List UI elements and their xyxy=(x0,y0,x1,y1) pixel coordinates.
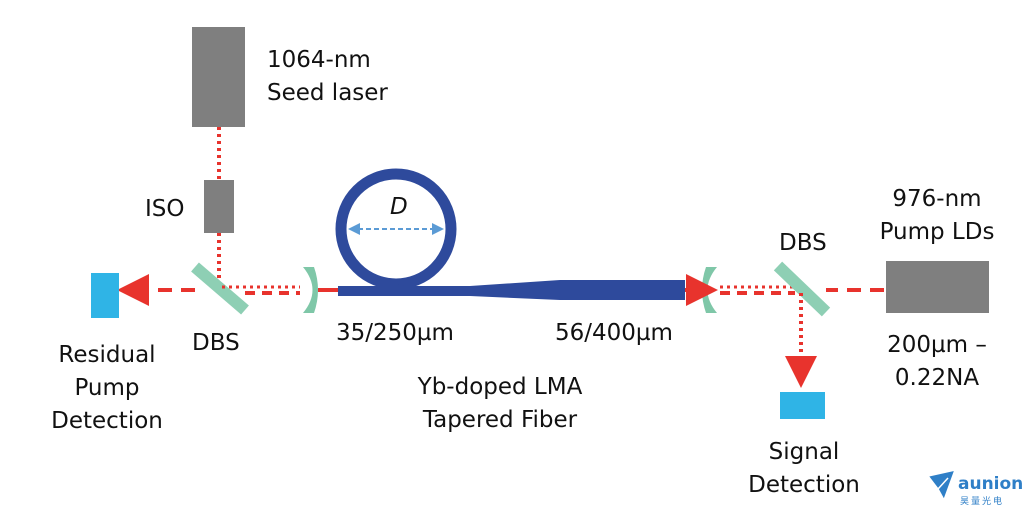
isolator xyxy=(204,180,234,233)
pump-label-line1: 976-nm xyxy=(892,186,982,212)
fiber-name-line2: Tapered Fiber xyxy=(422,407,578,433)
fiber-right-label: 56/400µm xyxy=(555,320,673,346)
dbs-left xyxy=(191,262,249,315)
iso-label: ISO xyxy=(145,196,185,222)
lens-right xyxy=(702,267,717,313)
seed-laser-label-line2: Seed laser xyxy=(267,80,388,106)
seed-laser-label-line1: 1064-nm xyxy=(267,47,371,73)
lens-left xyxy=(303,267,318,313)
fiber-left-label: 35/250µm xyxy=(336,320,454,346)
signal-label-line2: Detection xyxy=(748,472,860,498)
aunion-logo-icon xyxy=(926,468,957,502)
seed-laser xyxy=(192,27,245,127)
logo-name: aunion xyxy=(958,474,1024,494)
dbs-left-label: DBS xyxy=(192,330,240,356)
pump-lds xyxy=(886,261,989,313)
residual-label-line1: Residual xyxy=(58,342,156,368)
pump-spec-label: 200µm – 0.22NA xyxy=(872,329,1002,395)
seed-laser-label: 1064-nm Seed laser xyxy=(267,44,388,110)
dbs-right-label: DBS xyxy=(779,230,827,256)
residual-pump-detector xyxy=(91,273,119,318)
dbs-right xyxy=(773,261,831,317)
signal-detection-label: Signal Detection xyxy=(744,436,864,502)
signal-label-line1: Signal xyxy=(768,439,840,465)
fiber-thick-section xyxy=(560,280,685,300)
coil-d-label: D xyxy=(390,194,408,220)
pump-lds-label: 976-nm Pump LDs xyxy=(872,183,1002,249)
logo-sub: 昊量光电 xyxy=(960,497,1005,507)
signal-detector xyxy=(780,392,825,419)
pump-spec-line2: 0.22NA xyxy=(894,365,980,391)
residual-label-line3: Detection xyxy=(51,408,163,434)
pump-spec-line1: 200µm – xyxy=(887,332,987,358)
residual-pump-label: Residual Pump Detection xyxy=(42,339,172,438)
fiber-taper xyxy=(448,280,560,300)
fiber-name-label: Yb-doped LMA Tapered Fiber xyxy=(390,371,610,437)
fiber-name-line1: Yb-doped LMA xyxy=(417,374,583,400)
pump-label-line2: Pump LDs xyxy=(879,219,995,245)
residual-label-line2: Pump xyxy=(74,375,140,401)
